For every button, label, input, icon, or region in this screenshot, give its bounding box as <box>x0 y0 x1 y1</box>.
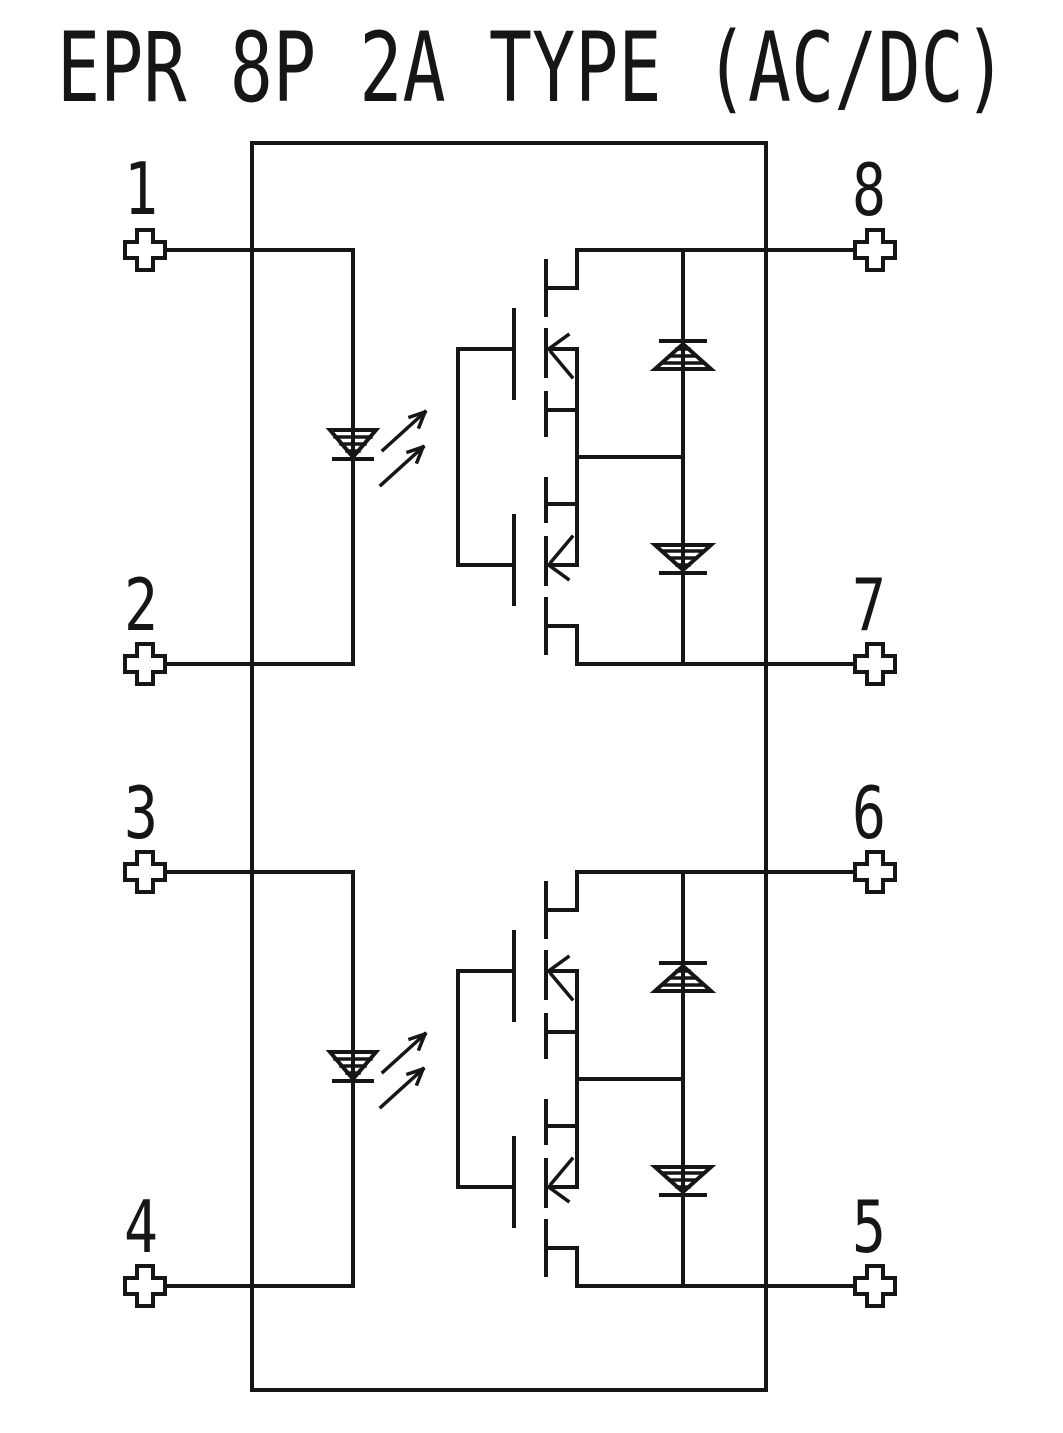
pin-8-terminal <box>853 228 897 272</box>
mosfet1-upper-icon <box>456 248 579 459</box>
pin-6-label: 6 <box>852 771 886 855</box>
pin-8-label: 8 <box>852 148 886 232</box>
pin-2-terminal <box>123 642 167 686</box>
mosfet1-lower-icon <box>456 455 579 666</box>
relay-channel-1 <box>161 248 859 666</box>
led1-emission-arrows-icon <box>379 410 427 487</box>
pin-7-label: 7 <box>852 563 886 647</box>
pin-3-label: 3 <box>124 771 158 855</box>
pin-5-label: 5 <box>852 1185 886 1269</box>
schematic-title: EPR 8P 2A TYPE (AC/DC) <box>57 12 1007 124</box>
pin-4-terminal <box>123 1264 167 1308</box>
package-outline <box>250 141 768 1392</box>
pin-5-terminal <box>853 1264 897 1308</box>
pin-7-terminal <box>853 642 897 686</box>
pin-4-label: 4 <box>124 1185 158 1269</box>
pin-3-terminal <box>123 850 167 894</box>
mosfet2-upper-icon <box>456 870 579 1081</box>
relay-channel-2 <box>161 870 859 1288</box>
led2-emission-arrows-icon <box>379 1032 427 1109</box>
pin-2-label: 2 <box>124 563 158 647</box>
pin-1-terminal <box>123 228 167 272</box>
mosfet2-lower-icon <box>456 1077 579 1288</box>
pin-6-terminal <box>853 850 897 894</box>
pin-1-label: 1 <box>124 147 158 231</box>
